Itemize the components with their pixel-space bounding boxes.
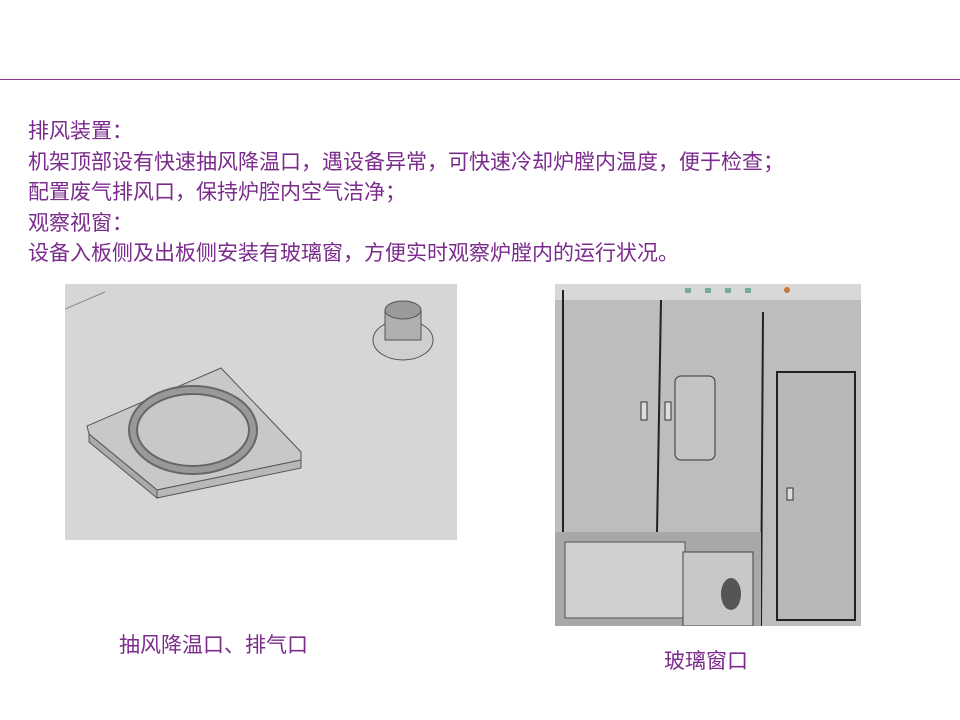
heading-exhaust: 排风装置： [28, 119, 133, 143]
exhaust-desc-1: 机架顶部设有快速抽风降温口，遇设备异常，可快速冷却炉膛内温度，便于检查； [28, 149, 784, 174]
caption-exhaust: 抽风降温口、排气口 [119, 633, 308, 657]
caption-window: 玻璃窗口 [664, 649, 748, 673]
window-desc: 设备入板侧及出板侧安装有玻璃窗，方便实时观察炉膛内的运行状况。 [28, 241, 679, 265]
glass-window-image [555, 284, 861, 626]
exhaust-port-image [65, 284, 457, 540]
header-divider [0, 79, 960, 80]
body-text: 排风装置： 机架顶部设有快速抽风降温口，遇设备异常，可快速冷却炉膛内温度，便于检… [28, 116, 784, 269]
exhaust-desc-2: 配置废气排风口，保持炉腔内空气洁净； [28, 180, 406, 204]
heading-window: 观察视窗： [28, 210, 133, 235]
